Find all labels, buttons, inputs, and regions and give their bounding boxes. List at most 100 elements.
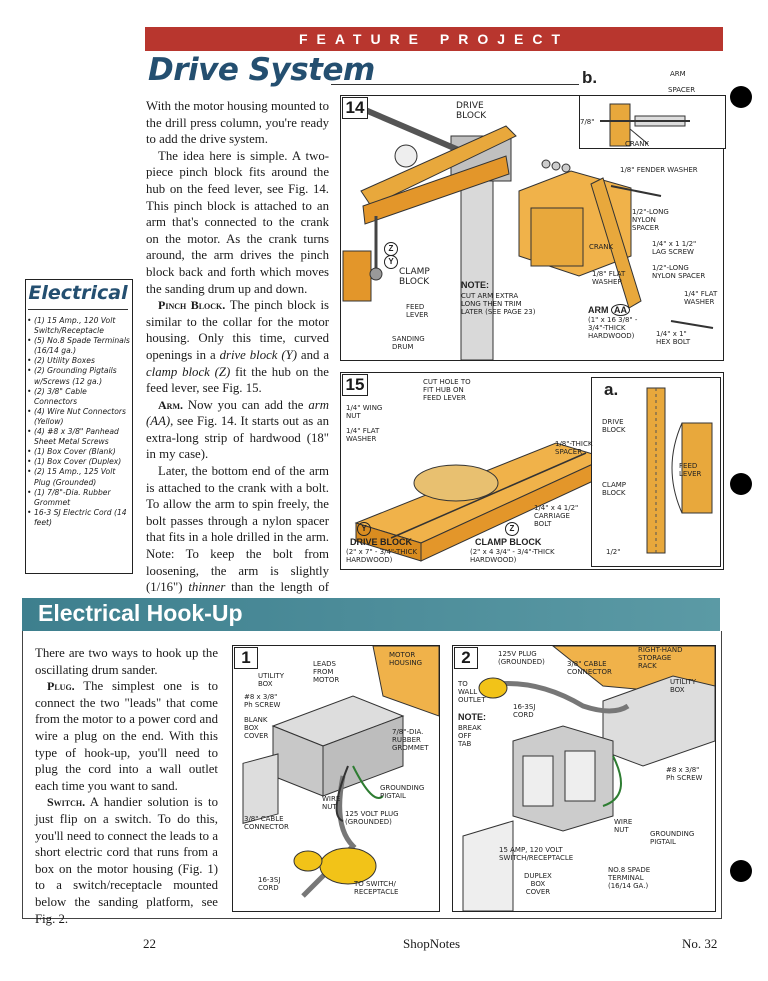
label-2-switch: 15 AMP, 120 VOLT SWITCH/RECEPTACLE [499,846,574,862]
electrical-rule [28,309,128,310]
label-14-crank: CRANK [589,243,614,251]
feed-lever [354,103,463,154]
title-rule [331,84,579,85]
electrical-part-item: (2) Grounding Pigtails w/Screws (12 ga.) [26,366,130,386]
cord-shape [301,775,357,898]
paragraph: Later, the bottom end of the arm is atta… [146,464,329,611]
label-15a-dim: 1/2" [606,548,621,556]
label-15a-clamp-block: CLAMP BLOCK [602,481,626,497]
label-14-nylon-spacer-2: 1/2"-LONG NYLON SPACER [652,264,706,280]
label-1-grounding: GROUNDING PIGTAIL [380,784,425,800]
label-2-screw: #8 x 3/8" Ph SCREW [666,766,703,782]
run-in-head: Arm. [158,397,183,412]
electrical-parts-list: (1) 15 Amp., 120 Volt Switch/Receptacle(… [26,316,130,528]
label-14-y: Y [384,255,398,269]
drive-system-text: With the motor housing mounted to the dr… [146,98,329,612]
figure-2 [452,645,716,912]
figure-15a-inset [591,377,721,567]
label-2-cable-connector: 3/8" CABLE CONNECTOR [567,660,612,676]
label-14-note-head: NOTE: [461,280,489,290]
plug-shape [478,677,508,699]
label-14-feed-lever: FEED LEVER [406,303,429,319]
figure-1-drawing [242,646,439,898]
label-1-grommet: 7/8"-DIA. RUBBER GROMMET [392,728,429,752]
electrical-part-item: 16-3 SJ Electric Cord (14 feet) [26,508,130,528]
label-15-carriage-bolt: 1/4" x 4 1/2" CARRIAGE BOLT [534,504,579,528]
label-14-nylon-spacer: 1/2"-LONG NYLON SPACER [632,208,669,232]
label-2-grounding: GROUNDING PIGTAIL [650,830,695,846]
electrical-part-item: (1) Box Cover (Blank) [26,447,130,457]
arm-shape [590,177,642,309]
sanding-drum-shape [342,250,372,302]
figure-1 [232,645,440,912]
label-1-plug: 125 VOLT PLUG (GROUNDED) [345,810,399,826]
label-14-lag-screw: 1/4" x 1 1/2" LAG SCREW [652,240,697,256]
blank-box-cover [242,753,279,824]
lever-knob [369,267,383,281]
label-2-cord: 16-3SJ CORD [513,703,536,719]
paragraph: Pinch Block. The pinch block is similar … [146,298,329,396]
run-in-head: Pinch Block. [158,298,226,313]
label-15-clamp-block: CLAMP BLOCK [475,537,542,547]
label-14-arm-dims: (1" x 16 3/8" - 3/4"-THICK HARDWOOD) [588,316,638,340]
motor-box-face [530,207,584,267]
figure-15-number: 15 [342,374,368,396]
clamp-block-shape [362,155,510,225]
label-14b-arm: ARM [670,70,686,78]
label-14-z: Z [384,242,398,256]
label-14-fender-washer: 1/8" FENDER WASHER [620,166,698,174]
label-15-thick-spacer: 1/8"-THICK SPACER [555,440,593,456]
label-15-clamp-dims: (2" x 4 3/4" - 3/4"-THICK HARDWOOD) [470,548,555,564]
figure-14b-inset [579,95,726,149]
label-14-flat-washer-2: 1/4" FLAT WASHER [684,290,718,306]
label-14-hex-bolt: 1/4" x 1" HEX BOLT [656,330,691,346]
electrical-part-item: (5) No.8 Spade Terminals (16/14 ga.) [26,336,130,356]
electrical-part-item: (2) 3/8" Cable Connectors [26,387,130,407]
label-15-drive-block: DRIVE BLOCK [350,537,413,547]
punch-hole [730,86,752,108]
label-14-arm: ARM AA [588,304,631,316]
drive-block-shape [360,125,517,207]
cord-shape [482,681,630,714]
feed-lever-hub [394,144,418,168]
label-2-wire-nut: WIRE NUT [614,818,633,834]
label-1-cord: 16-3SJ CORD [258,876,281,892]
label-14-clamp-block: CLAMP BLOCK [399,267,430,287]
label-2-note: BREAK OFF TAB [458,724,482,748]
page-number: 22 [143,936,156,951]
label-1-screw: #8 x 3/8" Ph SCREW [244,693,281,709]
label-2-to-wall: TO WALL OUTLET [458,680,486,704]
magazine-name: ShopNotes [403,936,461,951]
figure-2-number: 2 [454,647,478,669]
page-title: Drive System [148,52,375,88]
label-14b-dim: 7/8" [580,118,595,126]
paragraph: Arm. Now you can add the arm (AA), see F… [146,397,329,462]
label-15-y: Y [357,522,371,536]
motor-housing-shape [372,646,439,717]
run-in-head: Switch. [47,795,86,810]
hookup-text: There are two ways to hook up the oscill… [35,645,218,927]
label-2-plug: 125V PLUG (GROUNDED) [498,650,545,666]
label-2-spade: NO.8 SPADE TERMINAL (16/14 GA.) [608,866,651,890]
label-15-wing-nut: 1/4" WING NUT [346,404,383,420]
paragraph: The idea here is simple. A two-piece pin… [146,148,329,296]
label-14b-spacer: SPACER [668,86,696,94]
label-14-sanding-drum: SANDING DRUM [392,335,425,351]
label-15a-drive-block: DRIVE BLOCK [602,418,626,434]
electrical-part-item: (4) #8 x 3/8" Panhead Sheet Metal Screws [26,427,130,447]
label-2-duplex: DUPLEX BOX COVER [524,872,552,896]
drill-press-column [460,175,494,360]
label-15-flat-washer: 1/4" FLAT WASHER [346,427,380,443]
label-14-drive-block: DRIVE BLOCK [456,101,487,121]
label-1-motor-housing: MOTOR HOUSING [389,651,423,667]
label-14b-crank: CRANK [625,140,650,148]
label-2-note-head: NOTE: [458,712,486,722]
electrical-part-item: (4) Wire Nut Connectors (Yellow) [26,407,130,427]
paragraph: With the motor housing mounted to the dr… [146,99,329,147]
label-1-cable-connector: 3/8" CABLE CONNECTOR [244,815,289,831]
hookup-title: Electrical Hook-Up [38,600,243,626]
issue-number: No. 32 [682,936,718,951]
hookup-frame [22,631,722,919]
paragraph: There are two ways to hook up the oscill… [35,646,218,677]
figure-14 [340,95,726,361]
